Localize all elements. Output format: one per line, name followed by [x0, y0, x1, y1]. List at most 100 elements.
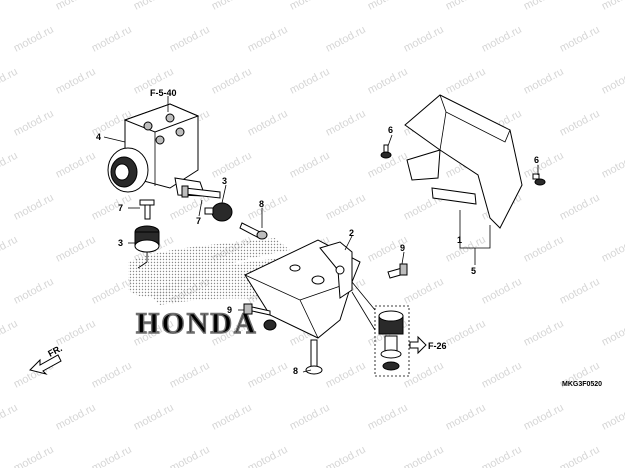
callout-3-right: 3	[222, 176, 227, 186]
watermark-text: motod.ru	[480, 276, 524, 307]
grommet-3-right	[204, 202, 233, 222]
watermark-text: motod.ru	[558, 192, 602, 223]
watermark-text: motod.ru	[12, 192, 56, 223]
watermark-text: motod.ru	[324, 108, 368, 139]
watermark-text: motod.ru	[600, 150, 625, 181]
bolt-6-right	[532, 173, 546, 186]
callout-4: 4	[96, 132, 101, 142]
watermark-text: motod.ru	[444, 318, 488, 349]
watermark-text: motod.ru	[246, 444, 290, 468]
abs-modulator	[107, 103, 206, 197]
callout-labels: 1 2 3 3 4 5 6 6 7 7 8 8 9 9 F-5-40 F-26 …	[46, 88, 602, 388]
callout-5: 5	[471, 266, 476, 276]
watermark-text: motod.ru	[522, 0, 566, 13]
watermark-text: motod.ru	[0, 0, 20, 13]
watermark-text: motod.ru	[168, 24, 212, 55]
callout-9-right: 9	[400, 243, 405, 253]
bolt-9-left	[243, 303, 271, 316]
watermark-text: motod.ru	[522, 318, 566, 349]
watermark-text: motod.ru	[480, 444, 524, 468]
watermark-text: motod.ru	[0, 150, 20, 181]
bracket-nut	[263, 319, 277, 331]
watermark-text: motod.ru	[324, 192, 368, 223]
watermark-text: motod.ru	[288, 150, 332, 181]
watermark-text: motod.ru	[246, 192, 290, 223]
watermark-text: motod.ru	[558, 444, 602, 468]
honda-logo-text: HONDA	[136, 307, 258, 340]
watermark-text: motod.ru	[210, 0, 254, 13]
watermark-text: motod.ru	[210, 402, 254, 433]
watermark-text: motod.ru	[132, 0, 176, 13]
callout-1: 1	[457, 235, 462, 245]
leader-lines	[103, 96, 539, 373]
watermark-text: motod.ru	[246, 24, 290, 55]
watermark-text: motod.ru	[366, 66, 410, 97]
watermark-text: motod.ru	[210, 150, 254, 181]
watermark-text: motod.ru	[444, 0, 488, 13]
watermark-text: motod.ru	[600, 66, 625, 97]
watermark-text: motod.ru	[0, 318, 20, 349]
watermark-text: motod.ru	[600, 402, 625, 433]
watermark-text: motod.ru	[480, 24, 524, 55]
watermark-text: motod.ru	[246, 108, 290, 139]
watermark-text: motod.ru	[522, 66, 566, 97]
ref-label-f540: F-5-40	[150, 88, 177, 98]
watermark-text: motod.ru	[522, 150, 566, 181]
watermark-text: motod.ru	[168, 360, 212, 391]
callout-7-right: 7	[196, 216, 201, 226]
watermark-text: motod.ru	[288, 66, 332, 97]
front-direction-arrow	[29, 354, 62, 375]
bolt-8-upper	[239, 222, 268, 240]
watermark-text: motod.ru	[324, 444, 368, 468]
watermark-text: motod.ru	[288, 402, 332, 433]
watermark-text: motod.ru	[90, 360, 134, 391]
watermark-text: motod.ru	[444, 66, 488, 97]
watermark-text: motod.ru	[12, 108, 56, 139]
callout-6-left: 6	[388, 125, 393, 135]
bolt-9-right	[387, 263, 408, 279]
watermark-text: motod.ru	[54, 234, 98, 265]
watermark-text: motod.ru	[480, 360, 524, 391]
watermark-text: motod.ru	[324, 24, 368, 55]
watermark-text: motod.ru	[132, 402, 176, 433]
grommet-3-left	[134, 225, 160, 253]
watermark-text: motod.ru	[54, 66, 98, 97]
watermark-text: motod.ru	[288, 0, 332, 13]
callout-8-lower: 8	[293, 366, 298, 376]
watermark-text: motod.ru	[246, 360, 290, 391]
mounting-bracket	[244, 239, 361, 339]
watermark-text: motod.ru	[522, 234, 566, 265]
watermark-text: motod.ru	[0, 66, 20, 97]
watermark-text: motod.ru	[12, 444, 56, 468]
watermark-text: motod.ru	[366, 0, 410, 13]
watermark-text: motod.ru	[54, 318, 98, 349]
honda-logo: HONDA	[128, 238, 290, 341]
watermark-text: motod.ru	[558, 276, 602, 307]
callout-6-right: 6	[534, 155, 539, 165]
watermark-text: motod.ru	[0, 234, 20, 265]
diagram-code: MKG3F0520	[562, 381, 602, 388]
watermark-text: motod.ru	[54, 0, 98, 13]
bolt-7-upper	[181, 185, 221, 199]
callout-9-left: 9	[227, 305, 232, 315]
watermark-text: motod.ru	[324, 360, 368, 391]
ref-label-f26: F-26	[428, 341, 447, 351]
watermark-text: motod.ru	[12, 24, 56, 55]
callout-8-upper: 8	[259, 199, 264, 209]
callout-7-left: 7	[118, 203, 123, 213]
watermark-text: motod.ru	[444, 234, 488, 265]
watermark-text: motod.ru	[366, 402, 410, 433]
callout-3-left: 3	[118, 238, 123, 248]
watermark-text: motod.ru	[600, 318, 625, 349]
watermark-text: motod.ru	[402, 444, 446, 468]
watermark-text: motod.ru	[558, 108, 602, 139]
watermark-text: motod.ru	[522, 402, 566, 433]
watermark-text: motod.ru	[402, 24, 446, 55]
watermark-text: motod.ru	[168, 444, 212, 468]
watermark-text: motod.ru	[600, 234, 625, 265]
watermark-text: motod.ru	[54, 150, 98, 181]
watermark-text: motod.ru	[12, 276, 56, 307]
watermark-text: motod.ru	[402, 360, 446, 391]
watermark-text: motod.ru	[90, 444, 134, 468]
